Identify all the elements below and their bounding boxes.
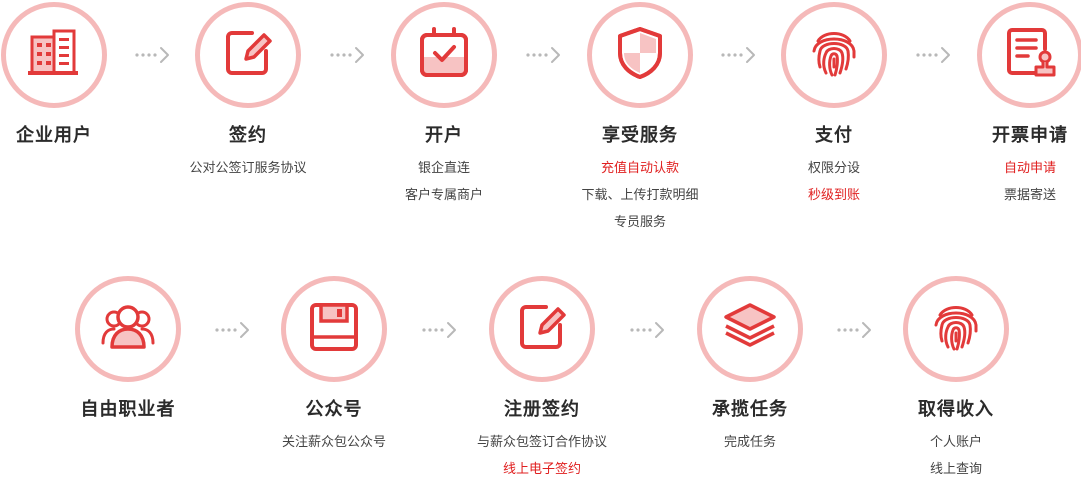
- step-description: 充值自动认款下载、上传打款明细专员服务: [555, 155, 725, 236]
- step-icon-circle: [697, 276, 803, 382]
- highlight-text: 充值自动认款: [600, 161, 679, 176]
- flow-arrow-icon: [914, 45, 954, 65]
- sign-pen-icon: [512, 297, 572, 361]
- shield-icon: [610, 23, 670, 87]
- description-text: 权限分设: [807, 161, 860, 176]
- step-description: 权限分设秒级到账: [749, 155, 919, 209]
- invoice-stamp-icon: [1000, 23, 1060, 87]
- description-text: 完成任务: [723, 435, 776, 450]
- flow-arrow-icon: [328, 45, 368, 65]
- users-icon: [98, 297, 158, 361]
- step-title: 自由职业者: [80, 399, 176, 420]
- building-icon: [24, 23, 84, 87]
- step-icon-circle: [75, 276, 181, 382]
- layers-icon: [720, 297, 780, 361]
- step-title: 签约: [229, 125, 267, 146]
- step-icon-circle: [977, 2, 1081, 108]
- step-title: 公众号: [305, 399, 363, 420]
- sign-pen-icon: [218, 23, 278, 87]
- step-icon-circle: [391, 2, 497, 108]
- description-text: 下载、上传打款明细: [581, 188, 699, 203]
- flow-arrow-icon: [628, 320, 668, 340]
- flow-arrow-icon: [420, 320, 460, 340]
- description-text: 客户专属商户: [404, 188, 483, 203]
- flow-arrow-icon: [835, 320, 875, 340]
- step-title: 开票申请: [992, 125, 1068, 146]
- step-icon-circle: [281, 276, 387, 382]
- fingerprint-icon: [804, 23, 864, 87]
- description-text: 票据寄送: [1003, 188, 1056, 203]
- description-text: 个人账户: [929, 435, 982, 450]
- step-icon-circle: [489, 276, 595, 382]
- step-icon-circle: [587, 2, 693, 108]
- step-icon-circle: [195, 2, 301, 108]
- fingerprint-icon: [926, 297, 986, 361]
- clipboard-check-icon: [414, 23, 474, 87]
- highlight-text: 自动申请: [1003, 161, 1056, 176]
- step-icon-circle: [903, 276, 1009, 382]
- step-title: 企业用户: [16, 125, 92, 146]
- description-text: 与薪众包签订合作协议: [476, 435, 607, 450]
- step-icon-circle: [1, 2, 107, 108]
- step-description: 与薪众包签订合作协议线上电子签约: [457, 429, 627, 483]
- save-disk-icon: [304, 297, 364, 361]
- step-title: 注册签约: [504, 399, 580, 420]
- description-text: 银企直连: [417, 161, 470, 176]
- step-title: 开户: [425, 125, 463, 146]
- flow-arrow-icon: [213, 320, 253, 340]
- step-description: 关注薪众包公众号: [249, 429, 419, 456]
- flow-arrow-icon: [719, 45, 759, 65]
- description-text: 关注薪众包公众号: [281, 435, 386, 450]
- description-text: 公对公签订服务协议: [189, 161, 307, 176]
- step-title: 支付: [815, 125, 853, 146]
- step-title: 享受服务: [602, 125, 678, 146]
- step-icon-circle: [781, 2, 887, 108]
- step-description: 公对公签订服务协议: [163, 155, 333, 182]
- step-description: 个人账户线上查询: [871, 429, 1041, 483]
- step-title: 取得收入: [918, 399, 994, 420]
- flow-arrow-icon: [133, 45, 173, 65]
- highlight-text: 线上电子签约: [502, 462, 581, 477]
- description-text: 专员服务: [613, 215, 666, 230]
- step-description: 自动申请票据寄送: [945, 155, 1081, 209]
- step-title: 承揽任务: [712, 399, 788, 420]
- step-description: 完成任务: [665, 429, 835, 456]
- step-description: 银企直连客户专属商户: [359, 155, 529, 209]
- flow-arrow-icon: [524, 45, 564, 65]
- description-text: 线上查询: [929, 462, 982, 477]
- highlight-text: 秒级到账: [807, 188, 860, 203]
